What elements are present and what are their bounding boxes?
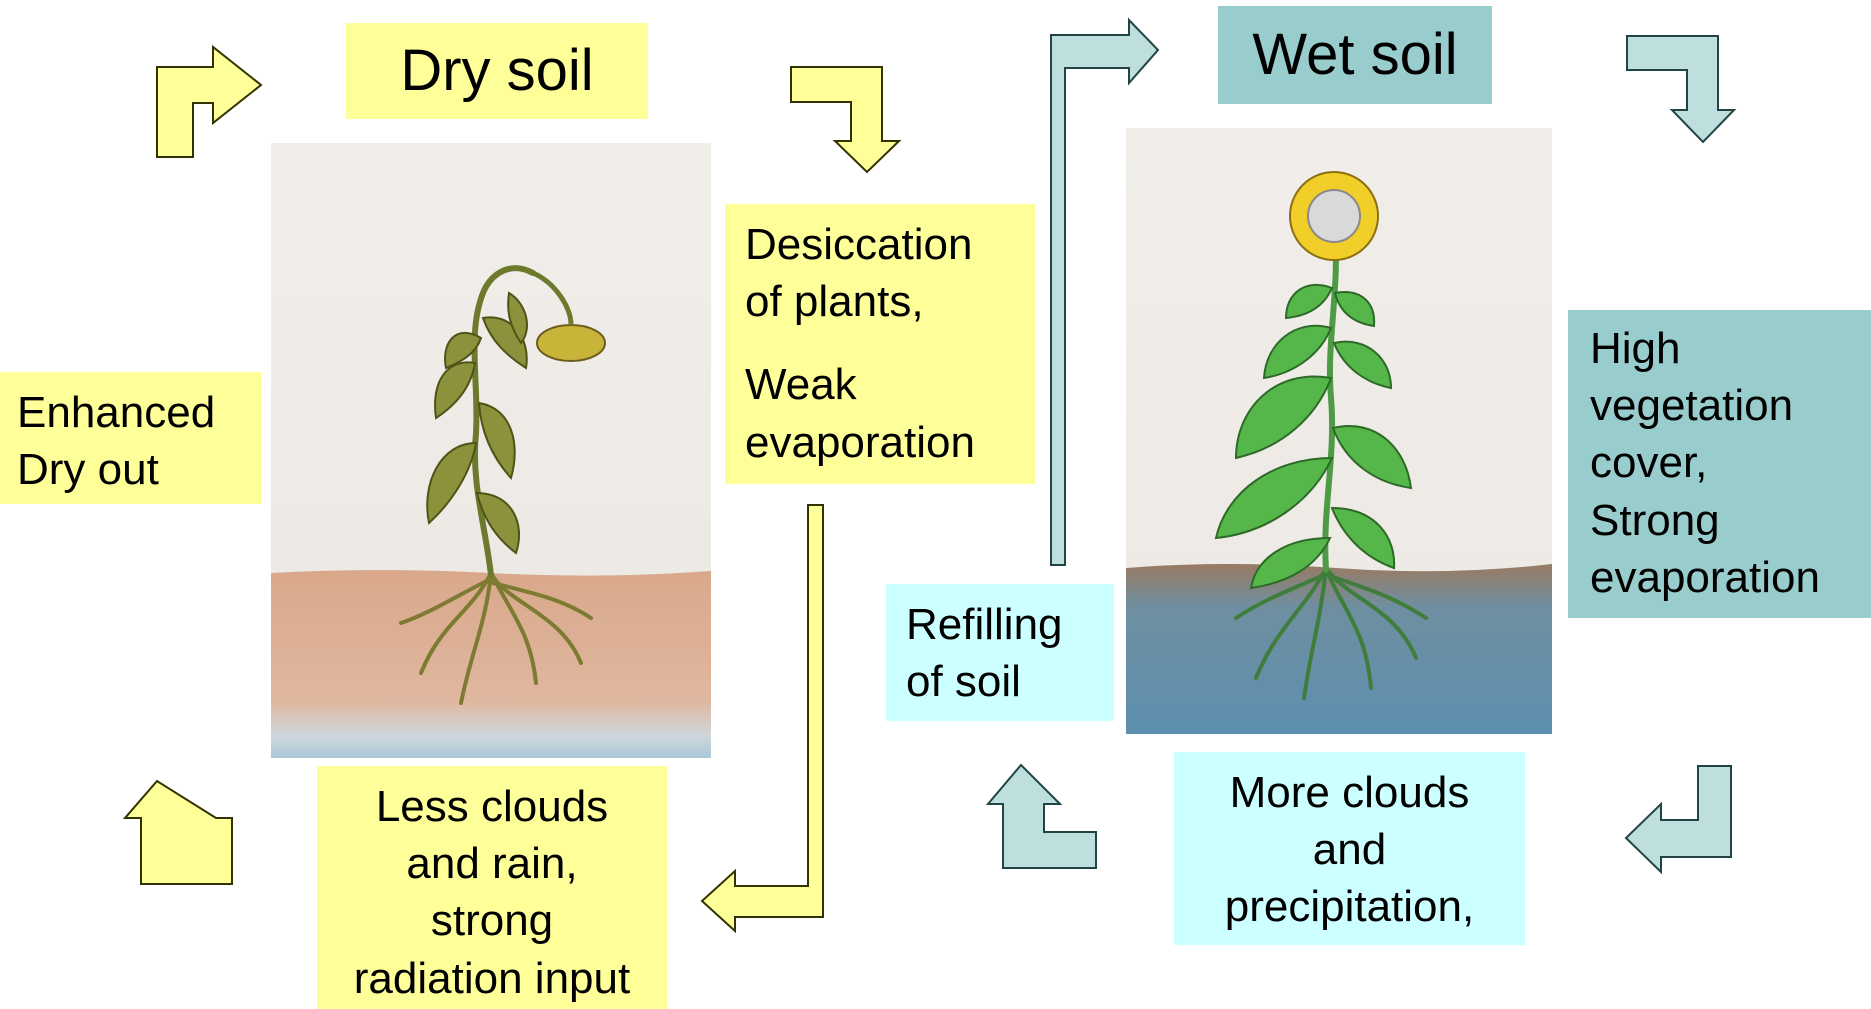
refilling-label: Refilling of soil xyxy=(886,584,1114,721)
wet-arrow-to-more-clouds xyxy=(1624,765,1732,875)
high-vegetation-line-5: evaporation xyxy=(1590,552,1820,602)
less-clouds-line-1: Less clouds xyxy=(375,782,609,831)
dry-arrow-to-dry-out xyxy=(122,779,233,885)
weak-evaporation-line-2: evaporation xyxy=(745,417,975,467)
wet-arrow-to-title xyxy=(1050,17,1160,566)
dry-arrow-to-less-clouds xyxy=(700,504,824,934)
dry-soil-title-text: Dry soil xyxy=(400,38,594,104)
enhanced-dry-out-line-2: Dry out xyxy=(17,445,159,495)
dry-soil-painting xyxy=(271,143,711,758)
less-clouds-line-2: and rain, xyxy=(406,839,578,889)
more-clouds-line-2: and xyxy=(1312,825,1387,875)
less-clouds-line-4: radiation input xyxy=(353,953,631,1003)
more-clouds-label: More clouds and precipitation, xyxy=(1174,752,1525,945)
less-clouds-line-3: strong xyxy=(430,896,554,946)
high-vegetation-line-4: Strong xyxy=(1590,495,1720,545)
enhanced-dry-out-label: Enhanced Dry out xyxy=(0,372,261,504)
wet-soil-title-text: Wet soil xyxy=(1252,22,1458,88)
high-vegetation-line-1: High xyxy=(1590,324,1681,373)
desiccation-line-2: of plants, xyxy=(745,277,924,327)
more-clouds-line-3: precipitation, xyxy=(1224,882,1475,932)
dry-soil-title: Dry soil xyxy=(346,23,648,119)
wet-arrow-to-vegetation xyxy=(1626,35,1737,144)
enhanced-dry-out-line-1: Enhanced xyxy=(17,388,216,437)
desiccation-label: Desiccation of plants, Weak evaporation xyxy=(725,204,1035,484)
dry-arrow-to-title xyxy=(156,44,263,158)
high-vegetation-label: High vegetation cover, Strong evaporatio… xyxy=(1568,310,1871,618)
wet-soil-title: Wet soil xyxy=(1218,6,1492,104)
high-vegetation-line-3: cover, xyxy=(1590,438,1708,488)
wet-arrow-to-refilling xyxy=(985,763,1097,869)
high-vegetation-line-2: vegetation xyxy=(1590,381,1794,431)
dry-arrow-to-desiccation xyxy=(790,66,902,174)
weak-evaporation-line-1: Weak xyxy=(745,360,857,410)
wet-soil-painting xyxy=(1126,128,1552,734)
desiccation-line-1: Desiccation xyxy=(745,220,973,269)
refilling-line-1: Refilling xyxy=(906,600,1063,649)
refilling-line-2: of soil xyxy=(906,657,1021,707)
less-clouds-label: Less clouds and rain, strong radiation i… xyxy=(317,766,667,1009)
more-clouds-line-1: More clouds xyxy=(1229,768,1470,817)
